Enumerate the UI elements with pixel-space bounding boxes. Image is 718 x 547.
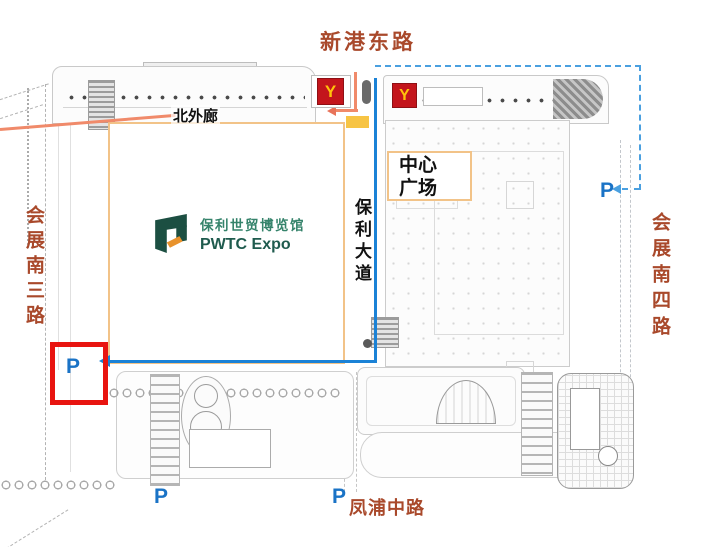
entrance-marker-yellow: [346, 116, 369, 128]
venue-name-en: PWTC Expo: [200, 236, 291, 253]
inner-court: [570, 388, 600, 450]
gate-icon: Y: [392, 83, 417, 108]
north-corridor-label: 北外廊: [171, 105, 221, 126]
pwtc-logo-mark: [155, 213, 187, 253]
highlight-box: [50, 342, 108, 405]
west-service-lane: [70, 120, 71, 472]
parking-strip: [521, 372, 553, 476]
left-road-dotted-line: [27, 88, 29, 248]
column-dot: [363, 339, 372, 348]
column-row: [418, 96, 588, 106]
venue-name-cn: 保利世贸博览馆: [200, 218, 305, 233]
escalator-marker: [362, 80, 371, 104]
central-plaza-box: 中心 广场: [387, 151, 472, 201]
fan-roof: [553, 79, 603, 119]
parking-marker-south-center: P: [332, 485, 347, 508]
south-plaza-terrace: [357, 367, 525, 435]
tree-row: [0, 478, 118, 491]
road-label-right: 会展南四路: [649, 212, 670, 342]
road-label-left: 会展南三路: [23, 205, 44, 330]
terrace-ring: [366, 376, 516, 426]
left-road-dashed-line: [45, 84, 46, 480]
inner-hall-outline: [434, 151, 564, 335]
parking-strip: [150, 374, 180, 486]
road-label-bottom: 凤浦中路: [349, 498, 425, 518]
road-label-top: 新港东路: [320, 31, 416, 54]
route-dashed-arrow: [612, 184, 621, 194]
route-dashed-vertical: [639, 65, 641, 190]
column-row: [65, 93, 305, 103]
bottomleft-diagonal-dash: [1, 509, 69, 547]
route-dashed-stub: [622, 188, 640, 190]
right-road-dashed-line: [620, 140, 621, 452]
gate-sign-box: [423, 87, 483, 106]
gate-route-arrow: [327, 106, 336, 116]
pwtc-logo: 保利世贸博览馆 PWTC Expo: [152, 208, 312, 260]
parking-marker-south-west: P: [154, 485, 169, 508]
building-footprint-east-hall: [385, 120, 570, 403]
inner-room: [506, 181, 534, 209]
garden-pavilion: [189, 429, 271, 468]
parking-marker-east: P: [600, 179, 615, 202]
route-solid-horizontal: [110, 360, 377, 363]
gate-route-line-vertical: [354, 72, 357, 112]
inner-circle: [598, 446, 618, 466]
route-dashed-horizontal: [375, 65, 641, 67]
route-solid-vertical: [374, 78, 377, 362]
south-road-dashed-line: [356, 372, 357, 492]
building-footprint-west-hall: [108, 122, 345, 364]
pwtc-logo-text: 保利世贸博览馆 PWTC Expo: [200, 214, 305, 254]
gate-route-line-horizontal: [336, 109, 358, 112]
central-plaza-label-line2: 广场: [399, 178, 438, 199]
road-label-avenue: 保利大道: [352, 198, 371, 286]
topleft-diagonal-dash: [0, 83, 49, 102]
right-road-dashed-line: [630, 145, 631, 457]
topleft-diagonal-dash: [0, 104, 43, 121]
west-service-lane: [58, 120, 59, 370]
parking-marker-west-highlighted: P: [66, 355, 81, 378]
central-plaza-label-line1: 中心: [399, 155, 438, 176]
gate-icon: Y: [317, 78, 344, 105]
building-footprint-south-east: [557, 373, 634, 489]
fountain-circle: [194, 384, 218, 408]
